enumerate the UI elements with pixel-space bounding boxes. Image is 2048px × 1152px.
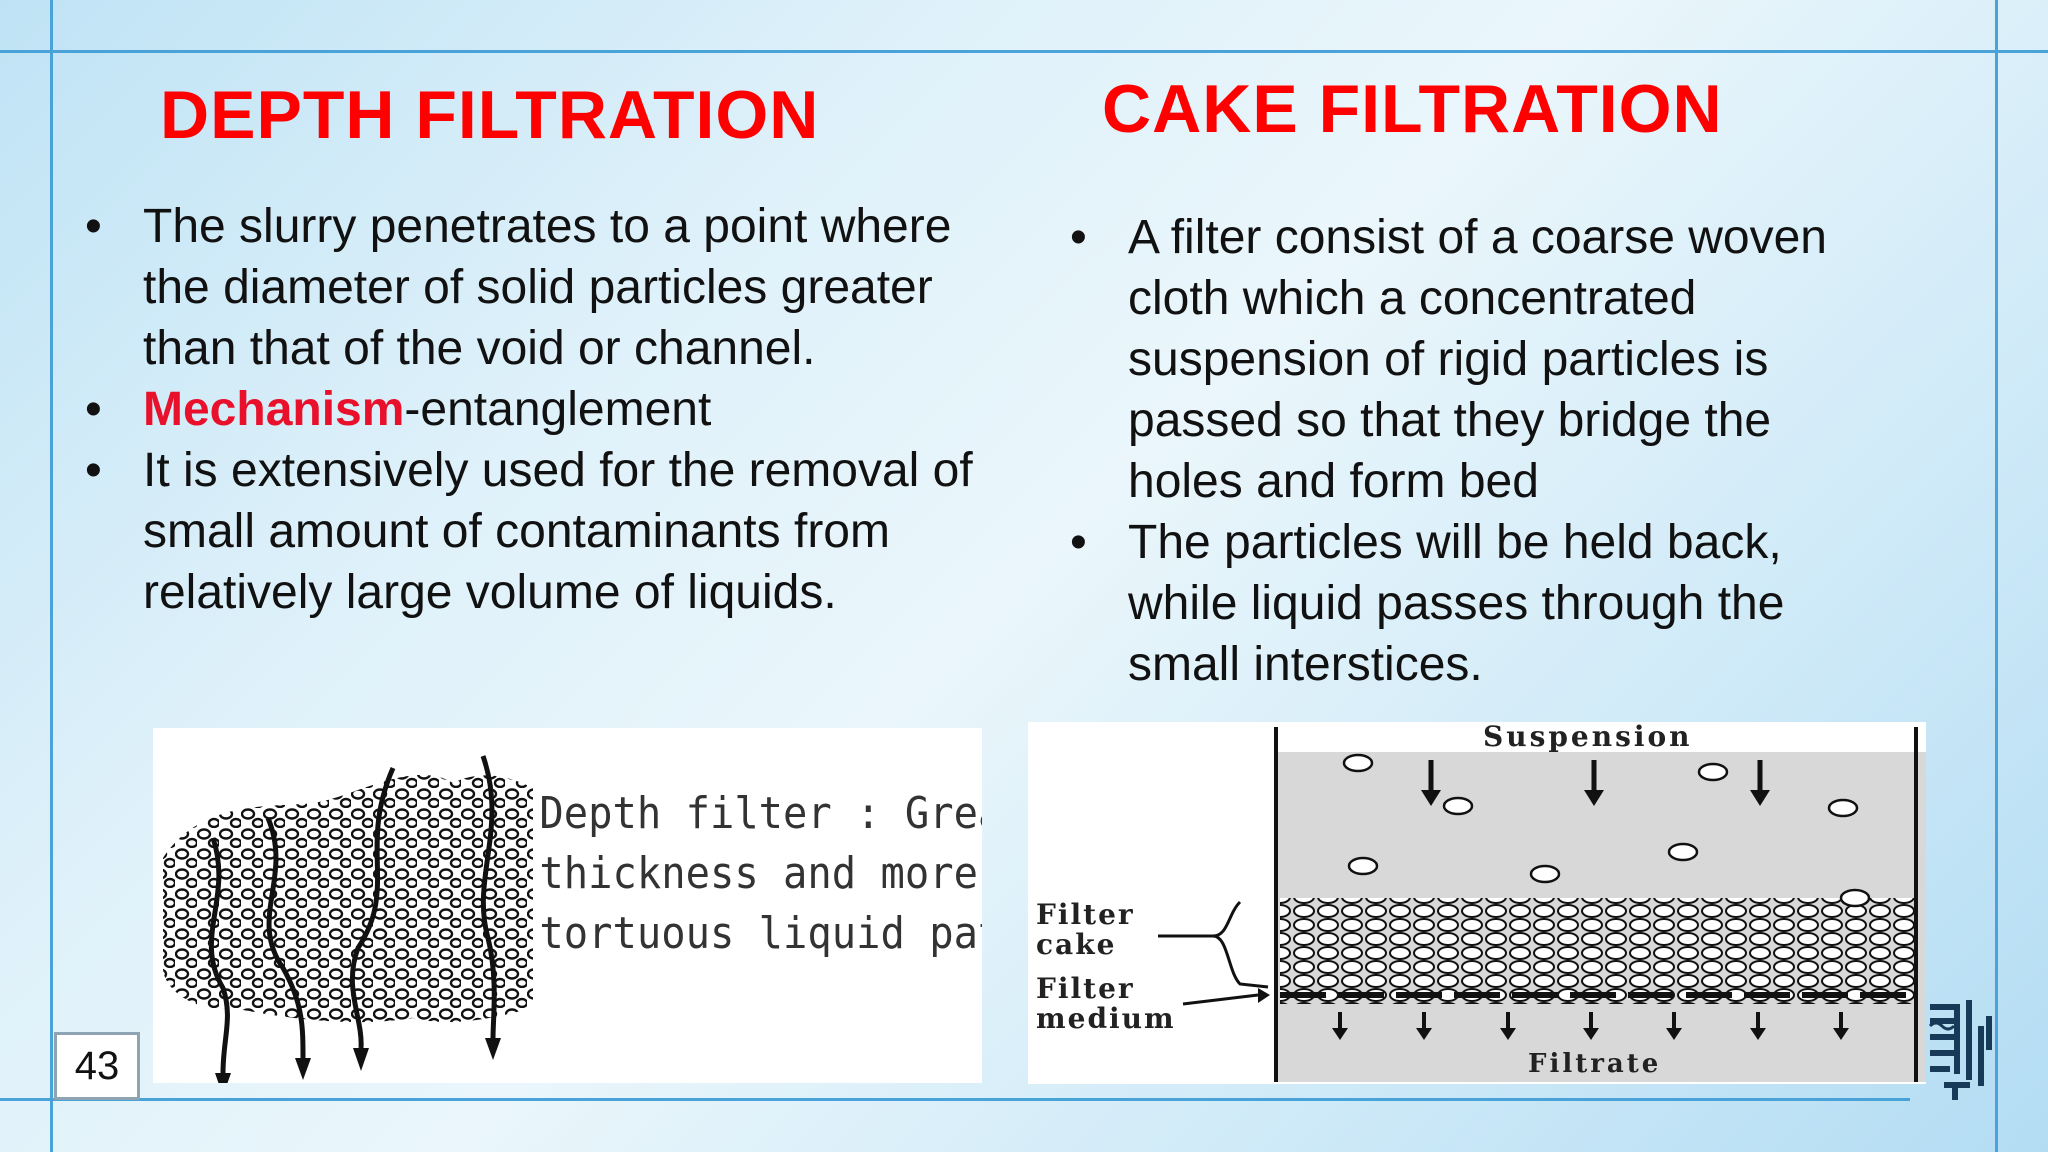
cake-bullet-1: • A filter consist of a coarse woven clo…: [1070, 207, 1898, 512]
frame-line-top: [0, 50, 2048, 53]
cake-bullet-2: • The particles will be held back, while…: [1070, 512, 1898, 695]
filtrate-label: Filtrate: [1528, 1049, 1661, 1079]
depth-bullet-3: • It is extensively used for the removal…: [85, 440, 1023, 623]
depth-caption-line-3: tortuous liquid pathway: [539, 907, 982, 958]
page-number: 43: [54, 1032, 140, 1100]
depth-bullet-3-text: It is extensively used for the removal o…: [143, 444, 973, 619]
depth-bullet-1: • The slurry penetrates to a point where…: [85, 196, 1023, 379]
bullet-dot: •: [85, 444, 102, 497]
depth-filter-figure: Depth filter : Greater thickness and mor…: [153, 728, 1100, 1096]
cake-filter-figure: Suspension Filtrate: [1028, 720, 1943, 1084]
cake-bullet-list: • A filter consist of a coarse woven clo…: [1070, 207, 1898, 695]
depth-bullet-2: • Mechanism-entanglement: [85, 379, 1023, 440]
cake-bullet-1-text: A filter consist of a coarse woven cloth…: [1128, 211, 1827, 508]
filter-medium-label-2: medium: [1036, 1002, 1176, 1035]
logo-icon: [1926, 996, 1998, 1104]
cake-filtration-title: CAKE FILTRATION: [1102, 71, 1723, 147]
mechanism-rest: -entanglement: [404, 383, 712, 436]
filter-medium-label-1: Filter: [1036, 972, 1135, 1005]
frame-line-bottom: [0, 1098, 1910, 1101]
filter-cake-label-2: cake: [1036, 928, 1116, 961]
depth-bullet-list: • The slurry penetrates to a point where…: [85, 196, 1023, 623]
depth-filtration-title: DEPTH FILTRATION: [160, 77, 820, 153]
frame-line-right: [1995, 0, 1998, 1152]
filter-cake-label-1: Filter: [1036, 898, 1135, 931]
depth-caption-line-2: thickness and more: [539, 847, 978, 898]
depth-filter-illustration: Depth filter : Greater thickness and mor…: [163, 755, 1100, 1096]
bullet-dot: •: [85, 383, 102, 436]
suspension-label: Suspension: [1483, 722, 1693, 753]
bullet-dot: •: [1070, 516, 1087, 569]
depth-caption-line-1: Depth filter : Greater: [539, 787, 982, 838]
mechanism-highlight: Mechanism: [143, 383, 405, 436]
frame-line-left: [50, 0, 53, 1152]
bullet-dot: •: [1070, 211, 1087, 264]
depth-bullet-1-text: The slurry penetrates to a point where t…: [143, 200, 952, 375]
cake-bullet-2-text: The particles will be held back, while l…: [1128, 516, 1785, 691]
cake-filter-illustration: Suspension Filtrate: [1036, 720, 1943, 1082]
bullet-dot: •: [85, 200, 102, 253]
